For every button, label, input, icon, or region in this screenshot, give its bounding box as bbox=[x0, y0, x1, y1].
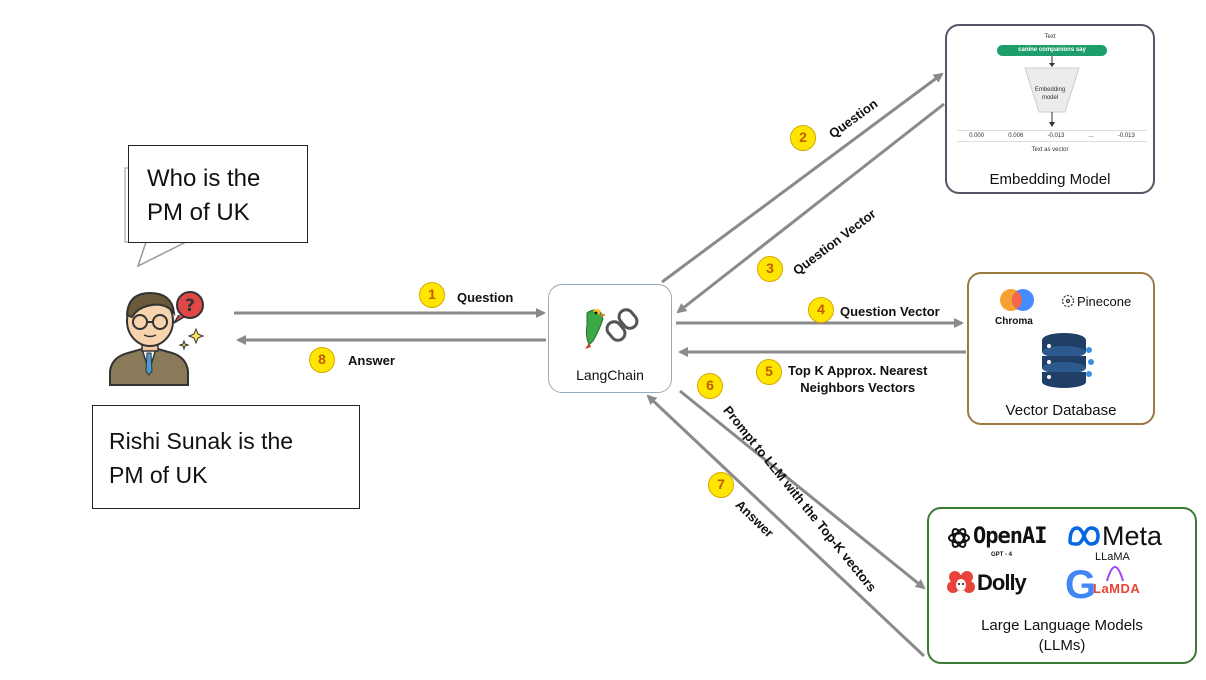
arrow-2-question bbox=[661, 72, 944, 284]
pinecone-logo-icon bbox=[1061, 294, 1075, 308]
lamda-sparkle-icon bbox=[1106, 565, 1124, 582]
llms-caption: Large Language Models (LLMs) bbox=[929, 616, 1195, 656]
answer-line-2: PM of UK bbox=[109, 462, 208, 488]
llms-caption-line-2: (LLMs) bbox=[1038, 637, 1086, 654]
openai-logo-icon bbox=[948, 528, 970, 548]
llms-caption-line-1: Large Language Models bbox=[981, 617, 1143, 634]
arrow-6-prompt bbox=[679, 389, 926, 590]
meta-label: Meta bbox=[1102, 521, 1163, 551]
user-avatar-icon: ? bbox=[109, 291, 205, 386]
step-badge-6: 6 bbox=[697, 373, 723, 399]
embedding-funnel-icon bbox=[1024, 56, 1080, 127]
step-badge-3: 3 bbox=[757, 256, 783, 282]
arrow-7-answer bbox=[646, 394, 926, 658]
parrot-chain-icon bbox=[585, 308, 639, 349]
dolly-sheep-icon bbox=[947, 571, 975, 593]
langchain-node: LangChain bbox=[548, 284, 672, 393]
pinecone-label: Pinecone bbox=[1077, 294, 1132, 309]
arrow-3-question-vector bbox=[676, 102, 945, 314]
step-badge-1: 1 bbox=[419, 282, 445, 308]
question-line-2: PM of UK bbox=[147, 199, 250, 226]
answer-line-1: Rishi Sunak is the bbox=[109, 428, 294, 454]
embedding-input-text: canine companions say bbox=[997, 45, 1107, 56]
embedding-model-label: Embedding model bbox=[947, 86, 1153, 102]
chroma-logo-icon bbox=[1000, 289, 1034, 311]
step-label-5-line-2: Neighbors Vectors bbox=[800, 380, 916, 395]
embedding-model-caption: Embedding Model bbox=[989, 171, 1111, 188]
svg-text:?: ? bbox=[185, 296, 195, 316]
meta-sub-label: LLaMA bbox=[1095, 551, 1130, 563]
vector-value: -0.013 bbox=[1117, 133, 1135, 139]
question-bubble: Who is the PM of UK bbox=[128, 145, 308, 243]
embedding-model-label-1: Embedding bbox=[1034, 87, 1066, 93]
database-icon bbox=[1042, 333, 1094, 388]
llms-node: OpenAI GPT - 4 Meta LLaMA Dolly G LaMDA … bbox=[927, 507, 1197, 664]
vector-value: -0.013 bbox=[1047, 133, 1065, 139]
step-label-8: Answer bbox=[348, 353, 395, 368]
vector-database-caption: Vector Database bbox=[1005, 402, 1117, 419]
step-badge-4: 4 bbox=[808, 297, 834, 323]
step-badge-7: 7 bbox=[708, 472, 734, 498]
embedding-model-label-2: model bbox=[1041, 95, 1059, 101]
vector-value: 0.000 bbox=[969, 133, 985, 139]
step-label-5: Top K Approx. Nearest Neighbors Vectors bbox=[788, 362, 927, 396]
embedding-model-node: Text canine companions say Embedding mod… bbox=[945, 24, 1155, 194]
langchain-label: LangChain bbox=[576, 367, 644, 383]
lamda-label: LaMDA bbox=[1093, 581, 1141, 596]
lamda-g-logo: G bbox=[1065, 563, 1097, 607]
answer-box: Rishi Sunak is the PM of UK bbox=[92, 405, 360, 509]
embedding-text-label: Text bbox=[1044, 34, 1056, 40]
question-line-1: Who is the bbox=[147, 165, 261, 192]
step-badge-5: 5 bbox=[756, 359, 782, 385]
openai-label: OpenAI bbox=[973, 524, 1047, 549]
step-label-1: Question bbox=[457, 290, 514, 305]
meta-logo-icon bbox=[1068, 526, 1100, 546]
step-badge-2: 2 bbox=[790, 125, 816, 151]
step-badge-8: 8 bbox=[309, 347, 335, 373]
vector-database-node: Chroma Pinecone Vector Database bbox=[967, 272, 1155, 425]
embedding-output-label: Text as vector bbox=[1031, 147, 1069, 153]
openai-sub-label: GPT - 4 bbox=[991, 552, 1013, 558]
step-label-4: Question Vector bbox=[840, 304, 940, 319]
embedding-vector-row: 0.000 0.006 -0.013 ... -0.013 bbox=[957, 130, 1147, 142]
step-label-5-line-1: Top K Approx. Nearest bbox=[788, 363, 928, 378]
vector-value: 0.006 bbox=[1008, 133, 1024, 139]
vector-value: ... bbox=[1088, 133, 1094, 139]
dolly-label: Dolly bbox=[977, 570, 1027, 595]
chroma-label: Chroma bbox=[995, 316, 1033, 327]
